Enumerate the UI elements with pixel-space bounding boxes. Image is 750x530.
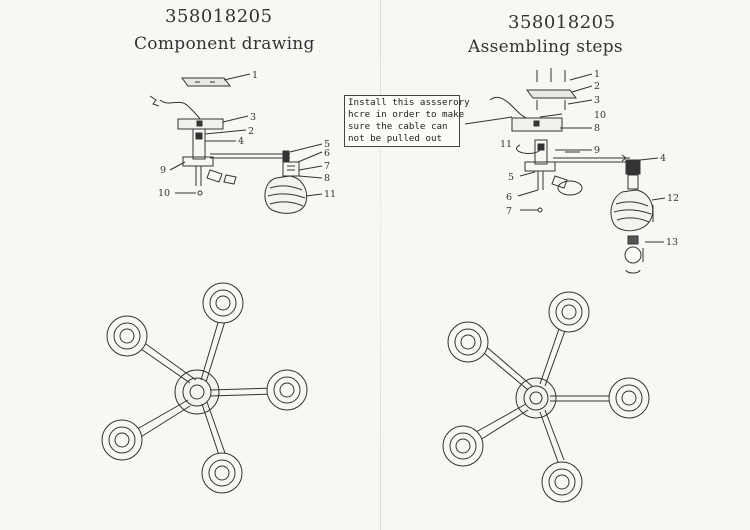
part-label: 4 [238, 136, 244, 147]
right-top-view-star [442, 291, 650, 503]
note-line: not be pulled out [348, 133, 443, 144]
note-line: Install this assserory [348, 97, 470, 108]
lamp-ring [548, 291, 590, 333]
part-label: 7 [506, 206, 512, 217]
mounting-plate [181, 77, 231, 87]
part-label: 1 [594, 69, 600, 80]
lamp-holder [282, 161, 300, 177]
light-bulb [624, 246, 642, 264]
center-stem [534, 139, 548, 165]
part-label: 7 [324, 161, 330, 172]
part-label: 9 [160, 165, 166, 176]
part-label: 10 [158, 188, 170, 199]
right-model-code: 358018205 [508, 12, 616, 33]
right-part-labels: 1 2 3 10 8 11 9 4 5 6 7 12 13 [500, 69, 679, 248]
part-label: 13 [666, 237, 678, 248]
part-label: 10 [594, 110, 606, 121]
center-stem [192, 128, 206, 160]
lamp-ring [442, 425, 484, 467]
part-label: 5 [508, 172, 514, 183]
part-label: 3 [594, 95, 600, 106]
part-label: 11 [500, 139, 512, 150]
left-model-code: 358018205 [165, 6, 273, 27]
part-label: 6 [324, 148, 330, 159]
note-line: hcre in order to make [348, 109, 465, 120]
note-line: sure the cable can [348, 121, 448, 132]
lamp-ring [541, 461, 583, 503]
lamp-ring [106, 315, 148, 357]
lamp-ring [201, 452, 243, 494]
part-label: 12 [667, 193, 679, 204]
part-label: 4 [660, 153, 666, 164]
lamp-ring [266, 369, 308, 411]
part-label: 2 [248, 126, 254, 137]
mounting-plate [526, 89, 577, 99]
power-wire [159, 99, 201, 120]
center-hub [182, 156, 214, 167]
part-label: 9 [594, 145, 600, 156]
center-hub [524, 161, 556, 172]
right-assembly-drawing [464, 68, 666, 274]
part-label: 3 [250, 112, 256, 123]
lamp-ring [202, 282, 244, 324]
left-part-labels: 1 3 2 4 5 6 7 8 9 10 11 [158, 70, 336, 200]
part-label: 2 [594, 81, 600, 92]
left-top-view-star [101, 282, 308, 494]
right-title: Assembling steps [468, 37, 623, 57]
lamp-ring [608, 377, 650, 419]
part-label: 8 [594, 123, 600, 134]
part-label: 1 [252, 70, 258, 81]
part-label: 11 [324, 189, 336, 200]
cable-clamp-note: Install this assserory hcre in order to … [344, 95, 470, 147]
glass-shade [264, 175, 308, 214]
left-title: Component drawing [134, 34, 315, 54]
lamp-ring [447, 321, 489, 363]
part-label: 6 [506, 192, 512, 203]
left-component-drawing [149, 73, 323, 214]
page-fold-line [380, 0, 381, 530]
lamp-holder [625, 159, 641, 175]
part-label: 5 [324, 139, 330, 150]
lamp-ring [101, 419, 143, 461]
part-label: 8 [324, 173, 330, 184]
